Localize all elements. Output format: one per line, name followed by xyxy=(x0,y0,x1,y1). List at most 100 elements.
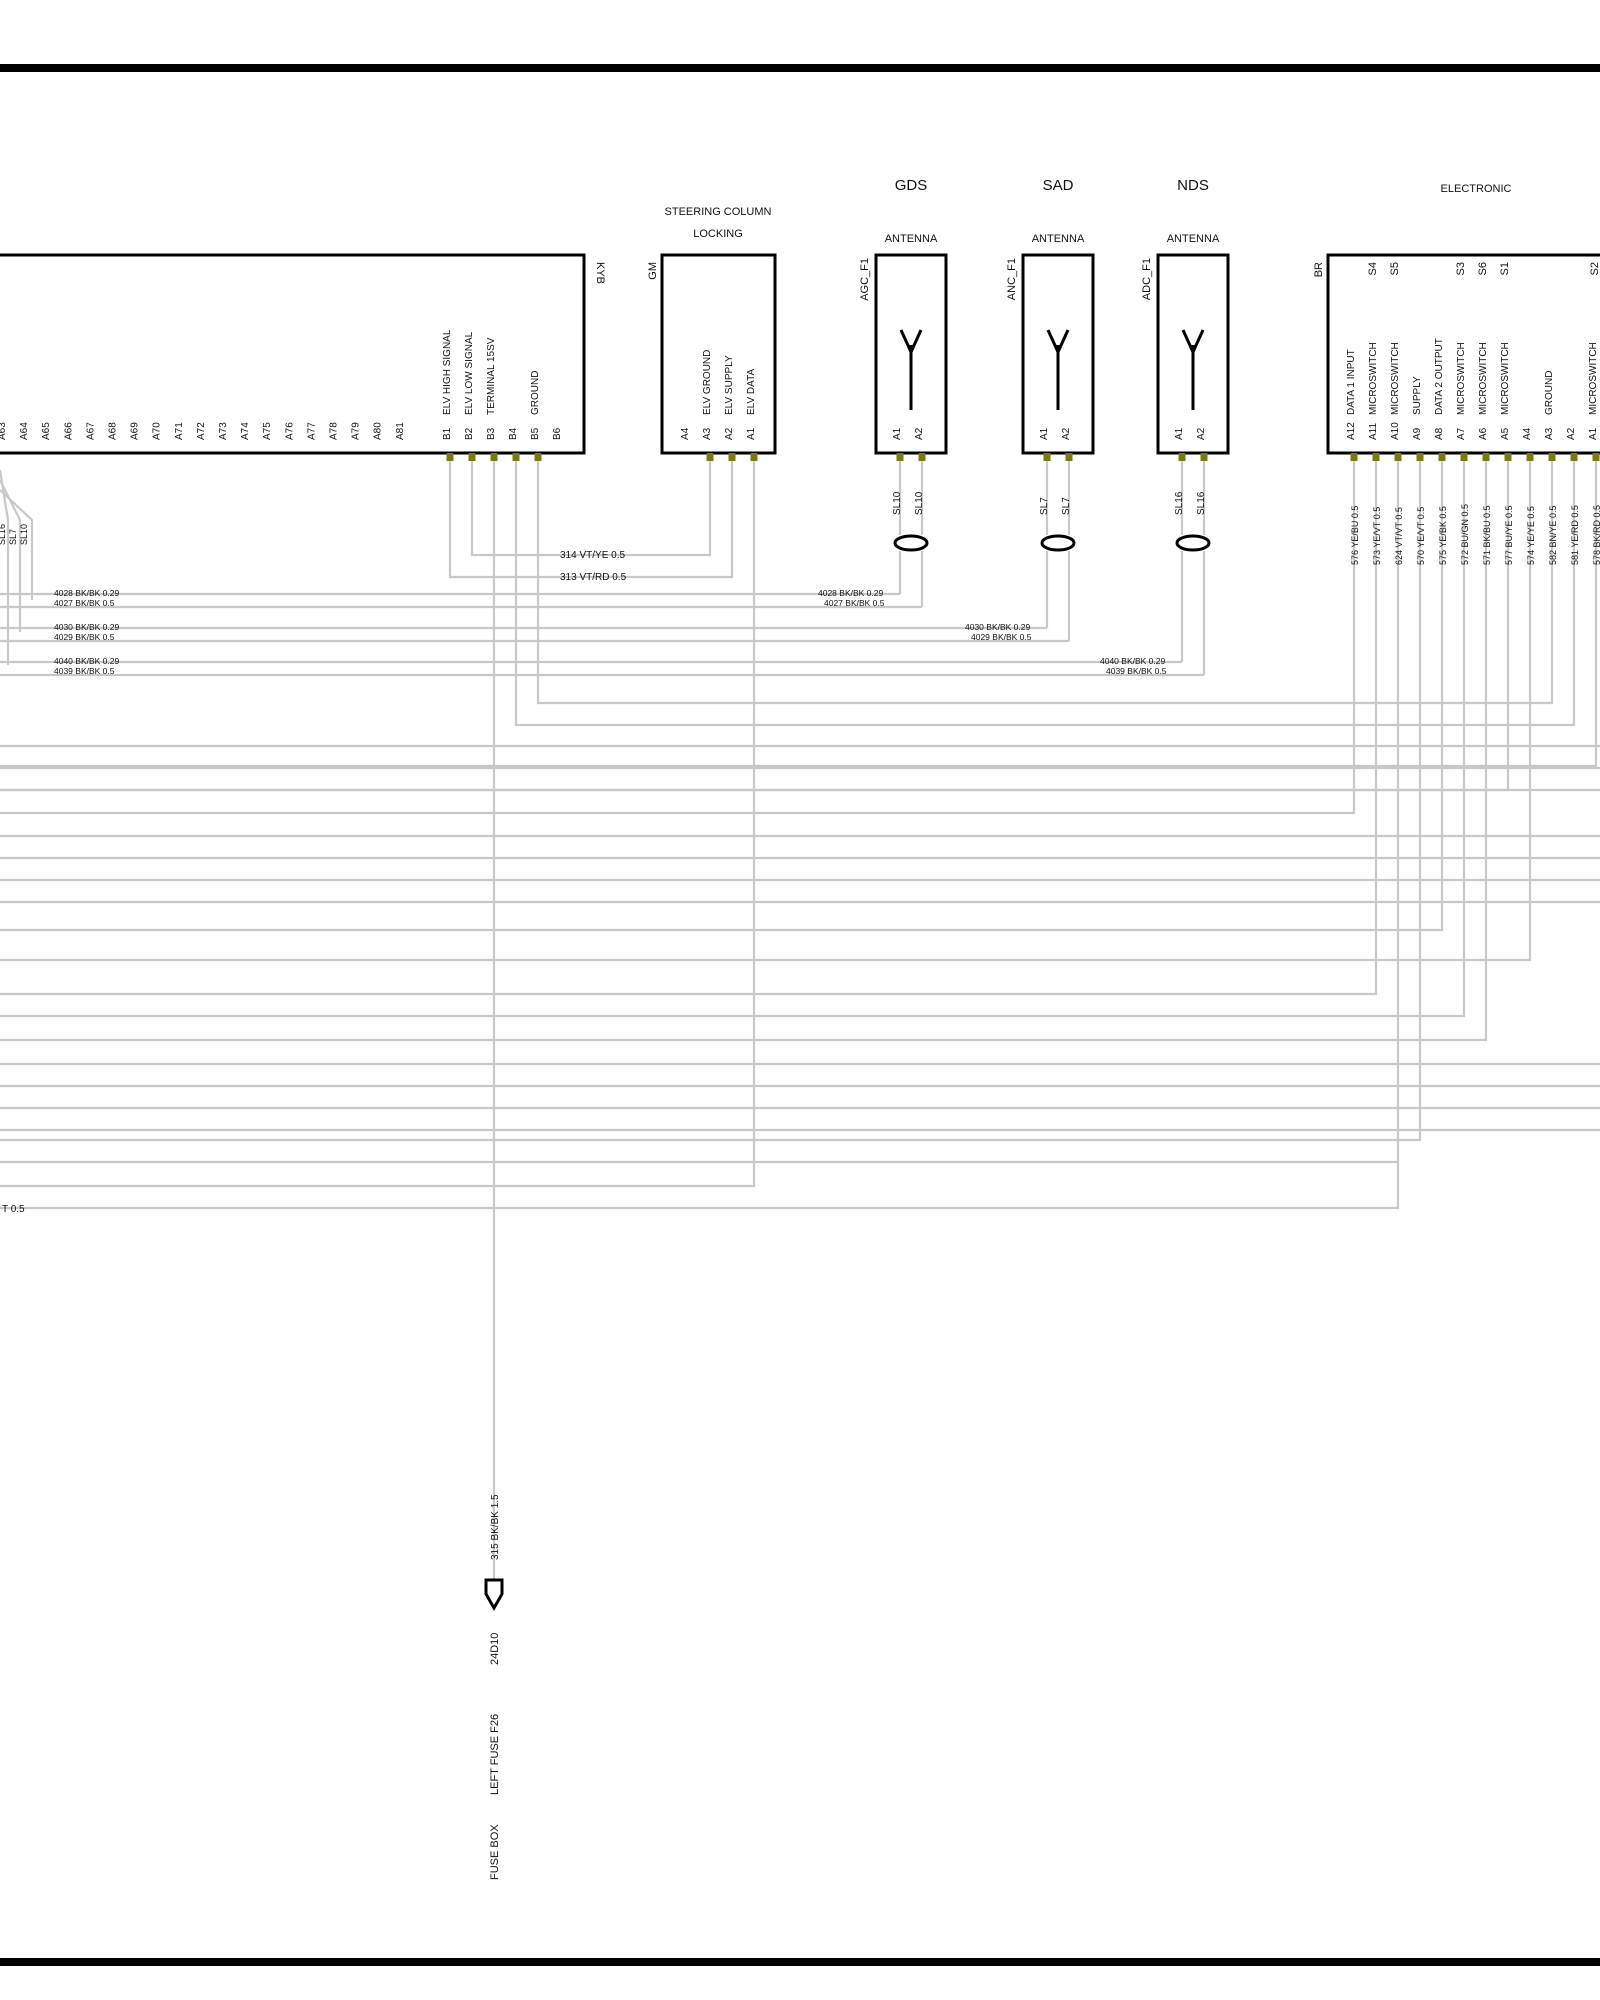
main-module-pin-label: TERMINAL 15SV xyxy=(486,337,497,415)
main-module-terminal-b4 xyxy=(512,453,520,461)
steering-lock-terminal-2 xyxy=(728,453,736,461)
antenna-terminal-a1 xyxy=(896,453,904,461)
main-module-pin-A77: A77 xyxy=(306,422,317,440)
gds-pair-wire-label: 4028 BK/BK 0.29 xyxy=(818,588,883,598)
left-pair-wire-label: 4029 BK/BK 0.5 xyxy=(54,632,115,642)
steering-lock-pin-A2: A2 xyxy=(724,427,735,440)
steering-lock-pin-label: ELV SUPPLY xyxy=(724,355,735,415)
electronic-module-pin-A3: A3 xyxy=(1544,427,1555,440)
antenna-terminal-a2 xyxy=(918,453,926,461)
antenna-box-gds xyxy=(874,253,948,455)
bottom-border-bar xyxy=(0,1958,1600,1966)
main-module-pin-B4: B4 xyxy=(508,427,519,440)
main-module-pin-A76: A76 xyxy=(284,422,295,440)
electronic-module-slot-code: S1 xyxy=(1499,262,1511,275)
electronic-module-wire-label: 570 YE/VT 0.5 xyxy=(1416,507,1426,565)
electronic-module-pin-A11: A11 xyxy=(1368,423,1379,440)
left-pair-wire-label: 4028 BK/BK 0.29 xyxy=(54,588,119,598)
electronic-module-slot-code: S6 xyxy=(1477,262,1489,275)
steering-lock-pin-A4: A4 xyxy=(680,427,691,440)
main-module-pin-B6: B6 xyxy=(552,427,563,440)
twisted-pair-symbol xyxy=(1040,534,1076,552)
electronic-module-terminal-A5 xyxy=(1504,453,1512,461)
antenna-pin: A1 xyxy=(1039,427,1050,440)
electronic-module-pin-A9: A9 xyxy=(1412,427,1423,440)
electronic-module-pin-A4: A4 xyxy=(1522,427,1533,440)
wire-b5-route xyxy=(536,461,1554,705)
antenna-splice-label: SL10 xyxy=(914,491,925,515)
electronic-module-pin-A8: A8 xyxy=(1434,427,1445,440)
electronic-module-pin-A2: A2 xyxy=(1566,427,1577,440)
top-border-bar xyxy=(0,64,1600,72)
antenna-code: ADC_F1 xyxy=(1141,258,1153,300)
antenna-splice-label: SL7 xyxy=(1039,497,1050,515)
steering-lock-pin-label: ELV GROUND xyxy=(702,350,713,415)
main-module-pin-A75: A75 xyxy=(262,422,273,440)
antenna-pin: A2 xyxy=(1061,427,1072,440)
main-module-pin-A68: A68 xyxy=(108,422,119,440)
antenna-symbol-head xyxy=(899,329,923,356)
wire-314 xyxy=(470,461,712,557)
antenna-terminal-a1 xyxy=(1178,453,1186,461)
main-module-pin-B5: B5 xyxy=(530,427,541,440)
wire-313 xyxy=(448,461,734,579)
electronic-module-wire-run xyxy=(0,461,1400,1164)
electronic-module-slot-code: S5 xyxy=(1389,262,1401,275)
steering-lock-pin-A1: A1 xyxy=(746,427,757,440)
antenna-subtitle: ANTENNA xyxy=(1167,233,1220,245)
electronic-module-terminal-A1 xyxy=(1592,453,1600,461)
electronic-module-wire-label: 572 BU/GN 0.5 xyxy=(1460,504,1470,565)
main-module-pin-A69: A69 xyxy=(130,422,141,440)
electronic-module-pin-A7: A7 xyxy=(1456,427,1467,440)
electronic-module-pin-label: MICROSWITCH xyxy=(1456,342,1467,415)
antenna-name-sad: SAD xyxy=(1043,177,1074,194)
electronic-module-wire-run xyxy=(0,461,1356,815)
electronic-module-terminal-A7 xyxy=(1460,453,1468,461)
electronic-module-wire-run xyxy=(0,461,1422,1142)
electronic-module-wire-run xyxy=(0,461,1532,962)
electronic-module-terminal-A9 xyxy=(1416,453,1424,461)
electronic-module-wire-label: 571 BK/BU 0.5 xyxy=(1482,505,1492,565)
left-splice-label: SL16 xyxy=(0,524,7,545)
left-edge-wire-label: T 0.5 xyxy=(2,1204,25,1215)
electronic-module-terminal-A8 xyxy=(1438,453,1446,461)
twisted-pair-symbol xyxy=(1175,534,1211,552)
electronic-module-pin-label: MICROSWITCH xyxy=(1368,342,1379,415)
electronic-module-title: ELECTRONIC xyxy=(1441,183,1512,195)
main-module-code: KYB xyxy=(594,262,606,284)
electronic-module-pin-label: MICROSWITCH xyxy=(1588,342,1599,415)
electronic-module-wire-run xyxy=(0,461,1488,1042)
antenna-code: AGC_F1 xyxy=(859,258,871,301)
antenna-symbol-head xyxy=(1181,329,1205,356)
antenna-splice-label: SL7 xyxy=(1061,497,1072,515)
main-module-pin-B3: B3 xyxy=(486,427,497,440)
main-module-pin-A66: A66 xyxy=(63,422,74,440)
electronic-module-wire-label: 577 BU/YE 0.5 xyxy=(1504,505,1514,565)
antenna-splice-label: SL10 xyxy=(892,491,903,515)
nds-pair-wire-label: 4040 BK/BK 0.29 xyxy=(1100,656,1165,666)
wire-label-315: 315 BK/BK 1.5 xyxy=(490,1494,501,1560)
main-module-pin-A79: A79 xyxy=(351,422,362,440)
steering-lock-code: GM xyxy=(647,262,659,280)
main-module-pin-label: ELV LOW SIGNAL xyxy=(464,331,475,415)
antenna-terminal-a1 xyxy=(1043,453,1051,461)
main-module-terminal-b2 xyxy=(468,453,476,461)
antenna-splice-label: SL16 xyxy=(1196,491,1207,515)
electronic-module-terminal-A11 xyxy=(1372,453,1380,461)
antenna-name-nds: NDS xyxy=(1177,177,1209,194)
electronic-module-wire-run xyxy=(0,461,1466,1018)
antenna-box-nds xyxy=(1156,253,1230,455)
electronic-module-slot-code: S4 xyxy=(1367,262,1379,275)
antenna-terminal-a2 xyxy=(1065,453,1073,461)
left-pair-wire-label: 4030 BK/BK 0.29 xyxy=(54,622,119,632)
electronic-module-pin-label: MICROSWITCH xyxy=(1390,342,1401,415)
electronic-module-wire-label: 581 YE/RD 0.5 xyxy=(1570,505,1580,565)
electronic-module-terminal-A4 xyxy=(1526,453,1534,461)
fuse-label-line2: FUSE BOX xyxy=(489,1824,501,1880)
main-module-pin-A72: A72 xyxy=(196,422,207,440)
electronic-module-pin-label: MICROSWITCH xyxy=(1500,342,1511,415)
electronic-module-code: BR xyxy=(1313,262,1325,277)
antenna-box-sad xyxy=(1021,253,1095,455)
wire-label-313: 313 VT/RD 0.5 xyxy=(560,572,627,583)
